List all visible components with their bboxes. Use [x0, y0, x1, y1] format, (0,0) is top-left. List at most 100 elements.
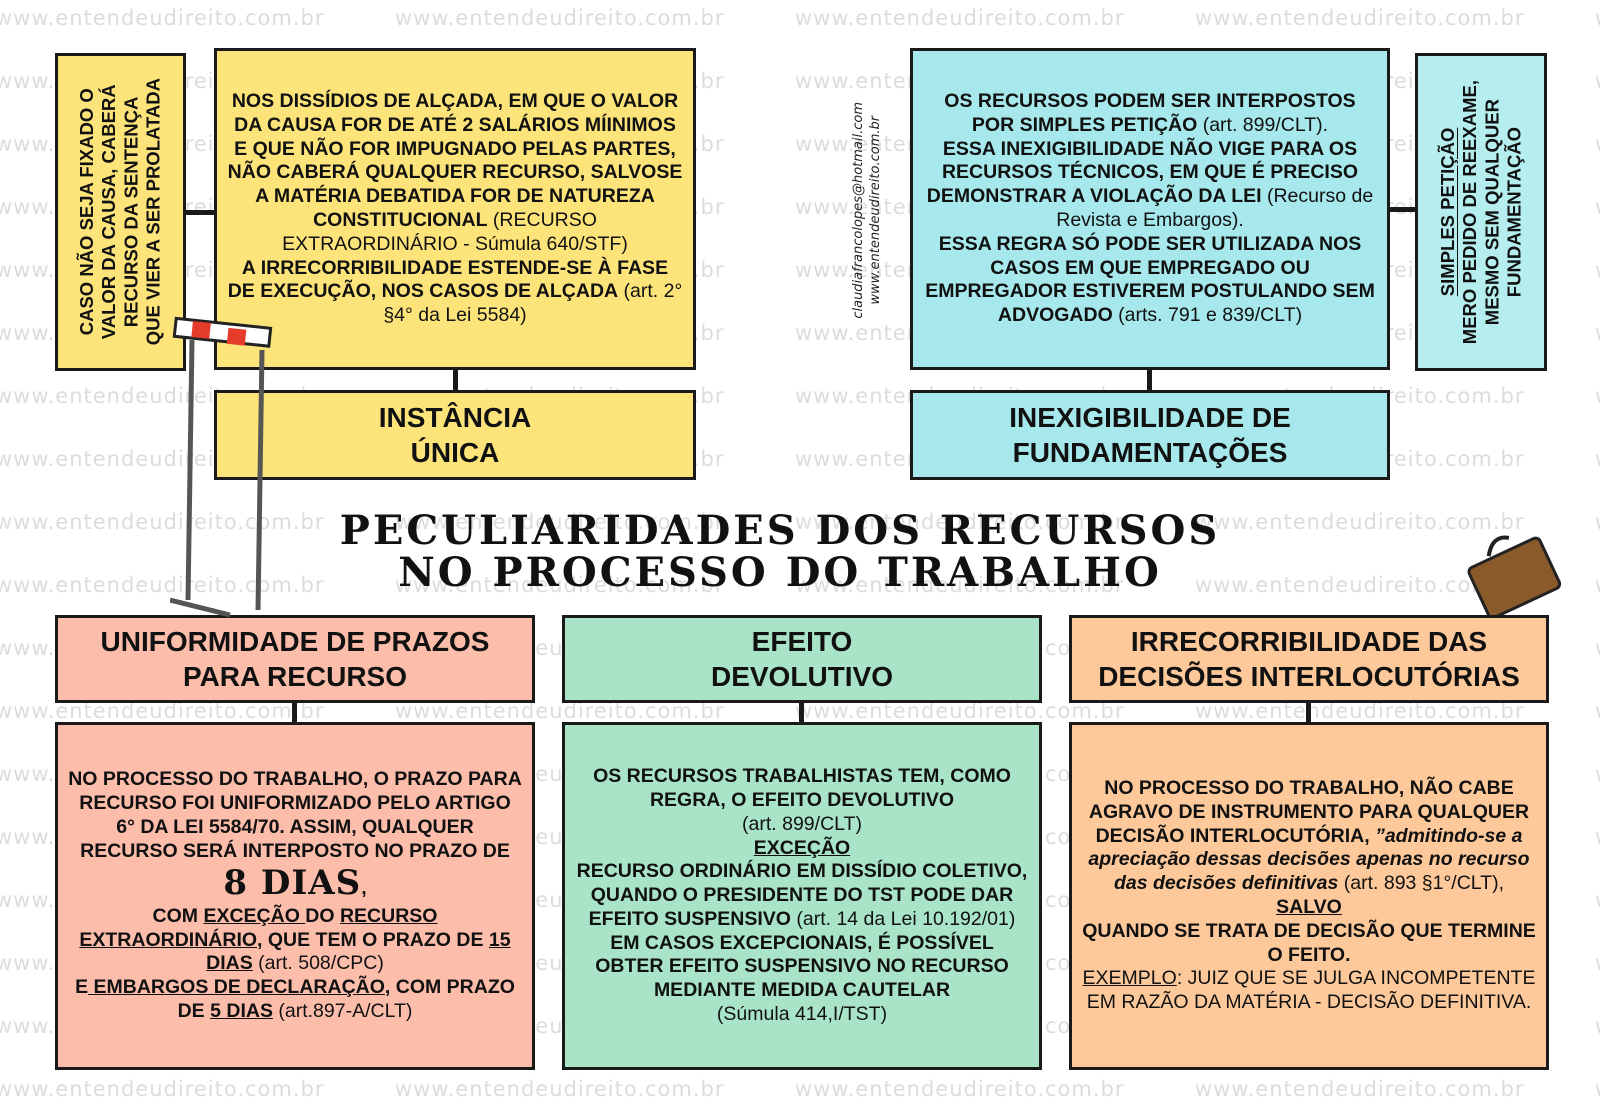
watermark-text: www.entendeudireito.com.br: [1595, 132, 1600, 156]
watermark-text: www.entendeudireito.com.br: [0, 510, 325, 534]
briefcase-figure: [1467, 535, 1562, 615]
inexig-side-note: SIMPLES PETIÇÃO MERO PEDIDO DE REEXAME, …: [1415, 53, 1547, 371]
watermark-text: www.entendeudireito.com.br: [1595, 384, 1600, 408]
connector-left-vertical: [186, 210, 216, 215]
uniformidade-highlight: 8 DIAS,: [223, 863, 367, 904]
efeito-paragraph-1-ref: (art. 899/CLT): [742, 812, 862, 835]
uniformidade-title-line2: PARA RECURSO: [182, 661, 407, 692]
efeito-paragraph-2: RECURSO ORDINÁRIO EM DISSÍDIO COLETIVO, …: [576, 860, 1028, 930]
hurdle-figure: [170, 316, 273, 618]
instancia-title-line2: ÚNICA: [410, 437, 500, 468]
watermark-text: www.entendeudireito.com.br: [1595, 825, 1600, 849]
uniformidade-paragraph-4: E EMBARGOS DE DECLARAÇÃO, COM PRAZO DE 5…: [75, 976, 515, 1022]
watermark-text: www.entendeudireito.com.br: [1195, 699, 1525, 723]
irrecorribilidade-paragraph-2: QUANDO SE TRATA DE DECISÃO QUE TERMINE O…: [1082, 919, 1536, 966]
hurdle-leg: [185, 339, 195, 601]
inexig-side-note-text: SIMPLES PETIÇÃO MERO PEDIDO DE REEXAME, …: [1436, 79, 1525, 345]
instancia-paragraph-1: NOS DISSÍDIOS DE ALÇADA, EM QUE O VALOR …: [227, 90, 683, 255]
hurdle-bar: [172, 316, 273, 348]
author-email: claudiafrancolopes@hotmail.com: [851, 101, 867, 319]
watermark-text: www.entendeudireito.com.br: [395, 510, 725, 534]
instancia-side-note: CASO NÃO SEJA FIXADO O VALOR DA CAUSA, C…: [55, 53, 186, 371]
instancia-side-note-text: CASO NÃO SEJA FIXADO O VALOR DA CAUSA, C…: [76, 78, 164, 346]
uniformidade-paragraph-3: COM EXCEÇÃO DO RECURSO EXTRAORDINÁRIO, Q…: [79, 904, 511, 975]
watermark-text: www.entendeudireito.com.br: [1595, 258, 1600, 282]
watermark-text: www.entendeudireito.com.br: [1595, 762, 1600, 786]
watermark-text: www.entendeudireito.com.br: [1595, 951, 1600, 975]
watermark-text: www.entendeudireito.com.br: [1595, 699, 1600, 723]
briefcase-body: [1467, 536, 1562, 615]
watermark-text: www.entendeudireito.com.br: [1595, 195, 1600, 219]
hurdle-bar-stripe: [226, 327, 247, 346]
connector-right-side: [1385, 207, 1415, 212]
watermark-text: www.entendeudireito.com.br: [395, 6, 725, 30]
watermark-text: www.entendeudireito.com.br: [0, 1077, 325, 1101]
watermark-text: www.entendeudireito.com.br: [1595, 1077, 1600, 1101]
main-title-line2: NO PROCESSO DO TRABALHO: [398, 549, 1162, 596]
watermark-text: www.entendeudireito.com.br: [1195, 1077, 1525, 1101]
watermark-text: www.entendeudireito.com.br: [1595, 636, 1600, 660]
instancia-title-line1: INSTÂNCIA: [378, 402, 532, 433]
inexig-paragraph-2: ESSA INEXIGIBILIDADE NÃO VIGE PARA OS RE…: [926, 137, 1374, 231]
inexig-title-box: INEXIGIBILIDADE DE FUNDAMENTAÇÕES: [910, 390, 1390, 480]
briefcase-handle: [1486, 535, 1510, 557]
irrecorribilidade-salvo: SALVO: [1276, 896, 1342, 918]
irrecorribilidade-content-box: NO PROCESSO DO TRABALHO, NÃO CABE AGRAVO…: [1069, 722, 1549, 1070]
irrecorribilidade-paragraph-1: NO PROCESSO DO TRABALHO, NÃO CABE AGRAVO…: [1088, 777, 1530, 895]
watermark-text: www.entendeudireito.com.br: [1595, 447, 1600, 471]
watermark-text: www.entendeudireito.com.br: [1195, 573, 1525, 597]
watermark-text: www.entendeudireito.com.br: [1595, 573, 1600, 597]
watermark-text: www.entendeudireito.com.br: [795, 6, 1125, 30]
watermark-text: www.entendeudireito.com.br: [0, 573, 325, 597]
hurdle-leg: [255, 349, 265, 611]
instancia-content-box: NOS DISSÍDIOS DE ALÇADA, EM QUE O VALOR …: [214, 48, 696, 370]
main-title: PECULIARIDADES DOS RECURSOS NO PROCESSO …: [330, 510, 1230, 594]
instancia-paragraph-2: A IRRECORRIBILIDADE ESTENDE-SE À FASE DE…: [227, 256, 683, 327]
inexig-paragraph-3: ESSA REGRA SÓ PODE SER UTILIZADA NOS CAS…: [925, 232, 1375, 327]
hurdle-bar-stripe: [191, 321, 211, 339]
uniformidade-paragraph-1: NO PROCESSO DO TRABALHO, O PRAZO PARA RE…: [68, 768, 522, 862]
inexig-title-line2: FUNDAMENTAÇÕES: [1012, 437, 1288, 468]
efeito-content-box: OS RECURSOS TRABALHISTAS TEM, COMO REGRA…: [562, 722, 1042, 1070]
connector-instancia: [453, 368, 458, 390]
uniformidade-content-box: NO PROCESSO DO TRABALHO, O PRAZO PARA RE…: [55, 722, 535, 1070]
watermark-text: www.entendeudireito.com.br: [395, 1077, 725, 1101]
efeito-title-line2: DEVOLUTIVO: [710, 661, 893, 692]
watermark-text: www.entendeudireito.com.br: [1595, 510, 1600, 534]
watermark-text: www.entendeudireito.com.br: [795, 1077, 1125, 1101]
connector-efeito: [799, 702, 804, 724]
irrecorribilidade-title-line1: IRRECORRIBILIDADE DAS: [1130, 626, 1488, 657]
uniformidade-title-line1: UNIFORMIDADE DE PRAZOS: [100, 626, 490, 657]
watermark-text: www.entendeudireito.com.br: [795, 573, 1125, 597]
connector-irrecorribilidade: [1306, 702, 1311, 724]
irrecorribilidade-title-line2: DECISÕES INTERLOCUTÓRIAS: [1098, 661, 1520, 692]
watermark-text: www.entendeudireito.com.br: [795, 699, 1125, 723]
connector-uniformidade: [292, 702, 297, 724]
inexig-content-box: OS RECURSOS PODEM SER INTERPOSTOS POR SI…: [910, 48, 1390, 370]
main-title-line1: PECULIARIDADES DOS RECURSOS: [339, 507, 1221, 554]
watermark-text: www.entendeudireito.com.br: [1595, 6, 1600, 30]
inexig-title-line1: INEXIGIBILIDADE DE: [1009, 402, 1291, 433]
efeito-paragraph-3-ref: (Súmula 414,I/TST): [716, 1003, 888, 1026]
watermark-text: www.entendeudireito.com.br: [1595, 888, 1600, 912]
irrecorribilidade-title-box: IRRECORRIBILIDADE DAS DECISÕES INTERLOCU…: [1069, 615, 1549, 703]
efeito-paragraph-3: EM CASOS EXCEPCIONAIS, É POSSÍVEL OBTER …: [595, 931, 1009, 1002]
connector-inexig: [1147, 368, 1152, 390]
instancia-title-box: INSTÂNCIA ÚNICA: [214, 390, 696, 480]
efeito-excecao: EXCEÇÃO: [753, 836, 851, 859]
efeito-title-line1: EFEITO: [751, 626, 853, 657]
irrecorribilidade-exemplo: EXEMPLO: JUIZ QUE SE JULGA INCOMPETENTE …: [1082, 967, 1536, 1014]
uniformidade-title-box: UNIFORMIDADE DE PRAZOS PARA RECURSO: [55, 615, 535, 703]
watermark-text: www.entendeudireito.com.br: [1195, 6, 1525, 30]
hurdle-base: [170, 597, 231, 618]
watermark-text: www.entendeudireito.com.br: [0, 6, 325, 30]
efeito-title-box: EFEITO DEVOLUTIVO: [562, 615, 1042, 703]
inexig-paragraph-1: OS RECURSOS PODEM SER INTERPOSTOS POR SI…: [944, 90, 1356, 136]
author-site: www.entendeudireito.com.br: [868, 115, 883, 305]
efeito-paragraph-1: OS RECURSOS TRABALHISTAS TEM, COMO REGRA…: [593, 765, 1011, 811]
watermark-text: www.entendeudireito.com.br: [1595, 69, 1600, 93]
watermark-text: www.entendeudireito.com.br: [395, 699, 725, 723]
watermark-text: www.entendeudireito.com.br: [395, 573, 725, 597]
watermark-text: www.entendeudireito.com.br: [1195, 510, 1525, 534]
watermark-text: www.entendeudireito.com.br: [1595, 321, 1600, 345]
